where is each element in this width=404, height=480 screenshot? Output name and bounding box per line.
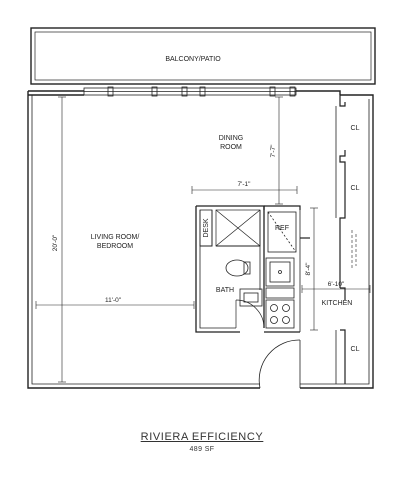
dining-label-line2: ROOM: [220, 144, 242, 151]
exterior-walls: [27, 90, 374, 389]
bath-label: BATH: [216, 287, 234, 294]
living-width-dim: 11'-0": [105, 297, 122, 304]
shower: [215, 209, 261, 247]
balcony-outline: [30, 27, 376, 85]
desk-label: DESK: [203, 218, 210, 237]
closet-label-2: CL: [351, 185, 360, 192]
dishwasher: [265, 287, 295, 299]
dimension-lines: [35, 96, 371, 383]
bath-door: [235, 299, 265, 329]
kitchen-label: KITCHEN: [322, 300, 353, 307]
living-label-line2: BEDROOM: [97, 243, 133, 250]
ref-label: REF: [275, 225, 289, 232]
entry-door: [258, 339, 301, 389]
dining-width-dim: 7'-1": [238, 181, 252, 188]
refrigerator: [267, 211, 297, 253]
range: [265, 299, 295, 329]
kitchen-walls: [264, 205, 310, 333]
living-label-line1: LIVING ROOM/: [91, 234, 140, 241]
kitchen-width-dim: 6'-10": [328, 281, 345, 288]
kitchen-depth-dim: 8'-4": [305, 262, 312, 276]
closet-dashes: [351, 230, 357, 270]
plan-area: 489 SF: [189, 446, 215, 453]
vanity: [239, 288, 263, 307]
dining-label-line1: DINING: [219, 135, 244, 142]
dining-depth-dim: 7'-7": [270, 144, 277, 158]
plan-title: RIVIERA EFFICIENCY: [0, 431, 404, 443]
balcony-label: BALCONY/PATIO: [165, 56, 221, 63]
closet-label-1: CL: [351, 125, 360, 132]
closet-walls: [335, 95, 346, 384]
living-height-dim: 20'-0": [52, 234, 59, 251]
kitchen-sink: [265, 257, 295, 287]
toilet: [225, 259, 251, 277]
sliding-door: [83, 86, 297, 97]
desk: [199, 209, 213, 247]
plan-title-text: RIVIERA EFFICIENCY: [140, 431, 264, 443]
closet-label-3: CL: [351, 346, 360, 353]
